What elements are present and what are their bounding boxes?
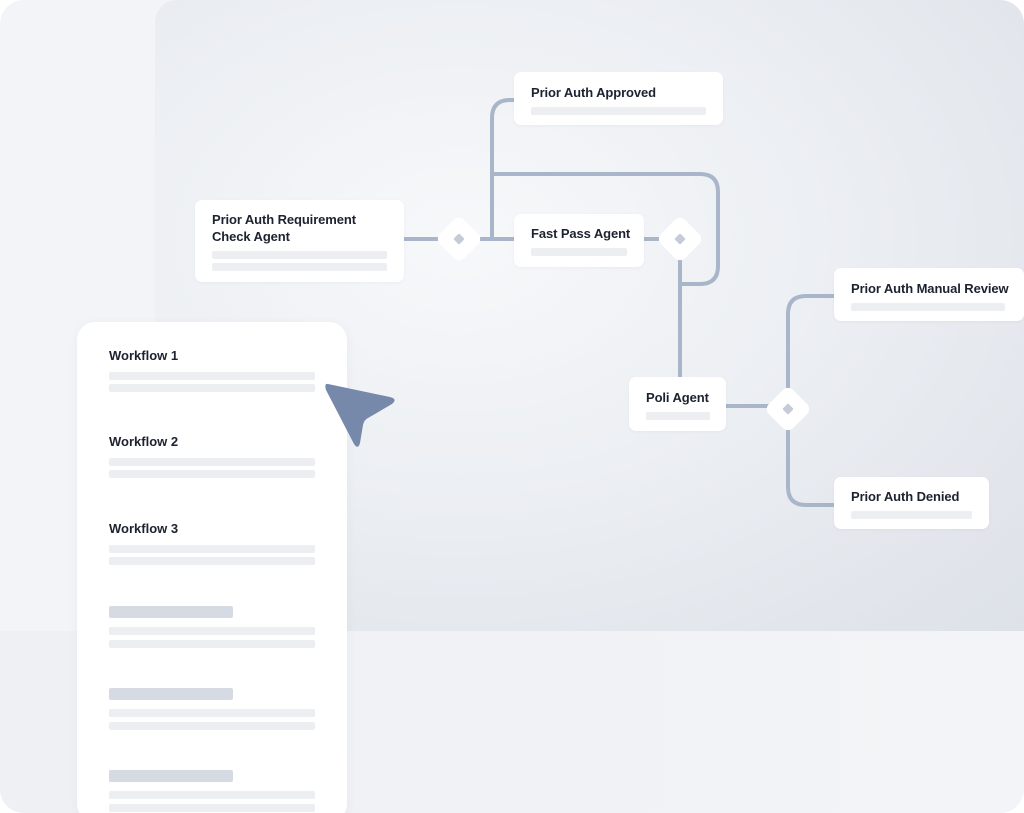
- placeholder-bar: [531, 248, 627, 256]
- placeholder-bar: [109, 384, 315, 392]
- placeholder-bar: [212, 263, 387, 271]
- node-title: Fast Pass Agent: [531, 226, 631, 241]
- placeholder-bar: [109, 791, 315, 799]
- node-title: Prior Auth Requirement Check Agent: [212, 211, 356, 245]
- node-title-line-1: Prior Auth Requirement: [212, 212, 356, 227]
- workflow-title: Workflow 3: [109, 521, 179, 536]
- placeholder-bar: [109, 458, 315, 466]
- node-prior-auth-approved[interactable]: Prior Auth Approved: [514, 72, 723, 125]
- placeholder-bar: [851, 511, 972, 519]
- node-title: Prior Auth Approved: [531, 85, 656, 100]
- placeholder-bar: [109, 470, 315, 478]
- placeholder-bar: [109, 545, 315, 553]
- connector-loop: [490, 172, 720, 286]
- placeholder-bar: [531, 107, 706, 115]
- placeholder-bar: [212, 251, 387, 259]
- placeholder-bar: [646, 412, 710, 420]
- workflow-title: Workflow 2: [109, 434, 179, 449]
- connector-to-manual-review: [786, 294, 836, 408]
- placeholder-bar: [109, 804, 315, 812]
- placeholder-title-bar: [109, 606, 233, 618]
- node-prior-auth-manual-review[interactable]: Prior Auth Manual Review: [834, 268, 1024, 321]
- node-requirement-check[interactable]: Prior Auth Requirement Check Agent: [195, 200, 404, 282]
- connector-to-approved: [490, 98, 516, 241]
- workflow-list-panel: Workflow 1 Workflow 2 Workflow 3: [77, 322, 347, 813]
- node-title: Prior Auth Denied: [851, 489, 960, 504]
- placeholder-bar: [109, 372, 315, 380]
- workflow-title: Workflow 1: [109, 348, 179, 363]
- node-title-line-2: Check Agent: [212, 229, 290, 244]
- placeholder-title-bar: [109, 770, 233, 782]
- placeholder-bar: [109, 627, 315, 635]
- node-title: Prior Auth Manual Review: [851, 281, 1009, 296]
- connector-to-denied: [786, 404, 836, 507]
- node-prior-auth-denied[interactable]: Prior Auth Denied: [834, 477, 989, 529]
- placeholder-title-bar: [109, 688, 233, 700]
- node-poli-agent[interactable]: Poli Agent: [629, 377, 726, 431]
- placeholder-bar: [109, 557, 315, 565]
- node-fast-pass-agent[interactable]: Fast Pass Agent: [514, 214, 644, 267]
- node-title: Poli Agent: [646, 390, 709, 405]
- placeholder-bar: [109, 709, 315, 717]
- placeholder-bar: [109, 640, 315, 648]
- placeholder-bar: [851, 303, 1005, 311]
- placeholder-bar: [109, 722, 315, 730]
